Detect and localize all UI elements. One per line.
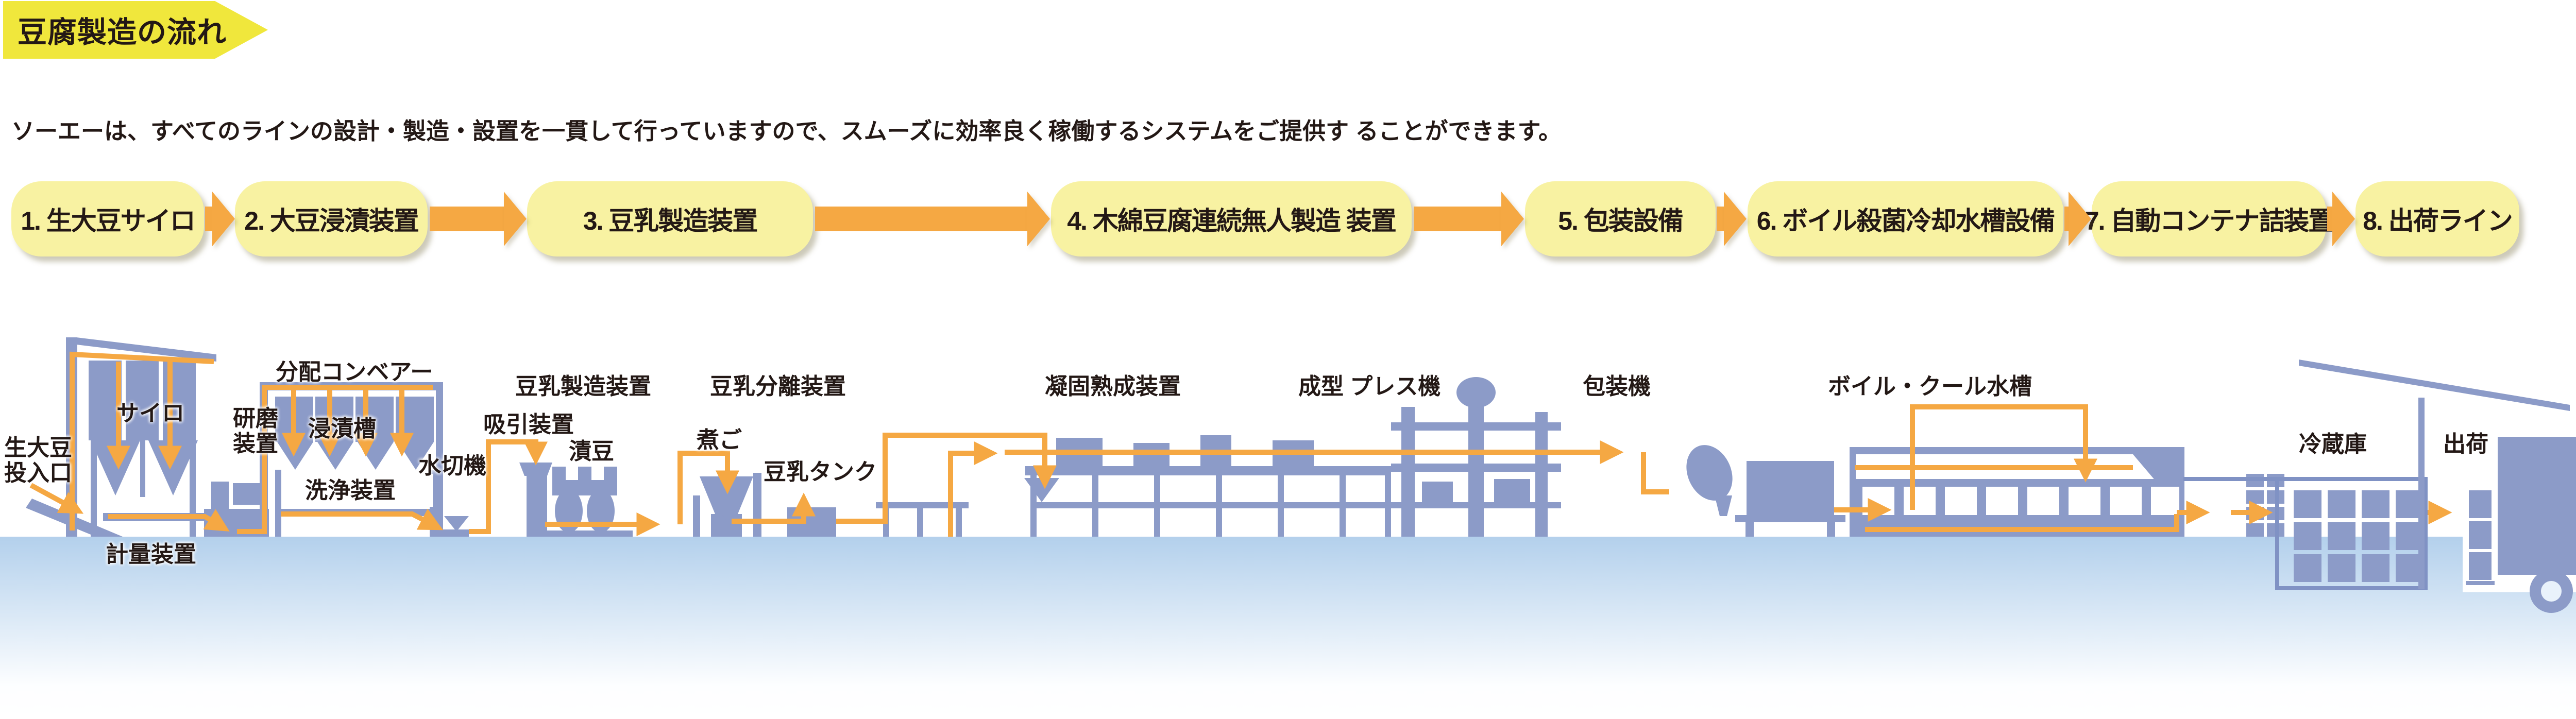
- label-soymilk-making-unit: 豆乳製造装置: [515, 374, 651, 399]
- flow-step-6: 6. ボイル殺菌冷却水槽設備: [1748, 181, 2063, 256]
- process-flow-line: [29, 351, 2452, 537]
- label-silo: サイロ: [116, 401, 184, 426]
- polishing-machine: [204, 482, 269, 537]
- molding-press-machine: [1391, 377, 1561, 537]
- arrow-icon: [815, 192, 1050, 246]
- flow-step-7: 7. 自動コンテナ詰装置: [2085, 181, 2334, 256]
- factory-floor: [0, 537, 2576, 719]
- arrow-icon: [2327, 192, 2355, 246]
- flow-step-label: 5. 包装設備: [1558, 207, 1684, 235]
- label-soaked-beans: 漬豆: [569, 439, 614, 464]
- label-molding-press: 成型 プレス機: [1298, 374, 1441, 399]
- label-coagulation-unit: 凝固熟成装置: [1045, 374, 1181, 399]
- water-drainer-machine: [442, 516, 469, 537]
- label-polishing-unit: 研磨 装置: [233, 406, 278, 457]
- flow-step-label: 1. 生大豆サイロ: [21, 207, 196, 235]
- flow-step-label: 3. 豆乳製造装置: [583, 207, 758, 235]
- label-packaging-machine: 包装機: [1583, 374, 1651, 399]
- flow-step-1: 1. 生大豆サイロ: [11, 181, 204, 256]
- label-water-drainer: 水切機: [418, 453, 486, 478]
- arrow-icon: [1717, 192, 1747, 246]
- label-boil-cool-tank: ボイル・クール水槽: [1828, 374, 2032, 399]
- label-raw-soybean-inlet: 生大豆 投入口: [4, 435, 72, 486]
- label-weighing-unit: 計量装置: [106, 542, 196, 567]
- packaging-machine-shape: [1686, 445, 1912, 537]
- flow-step-5: 5. 包装設備: [1525, 181, 1716, 256]
- arrow-icon: [2064, 192, 2091, 246]
- label-washing-unit: 洗浄装置: [305, 478, 396, 503]
- truck: [2498, 437, 2576, 613]
- flow-step-label: 7. 自動コンテナ詰装置: [2084, 207, 2334, 235]
- refrigerator-room: [2183, 360, 2570, 590]
- label-distribution-conveyor: 分配コンベアー: [276, 360, 433, 385]
- soymilk-separator-machine: [693, 473, 836, 537]
- description-text: ソーエーは、すべてのラインの設計・製造・設置を一貫して行っていますので、スムーズ…: [11, 118, 1562, 144]
- flow-step-4: 4. 木綿豆腐連続無人製造 装置: [1051, 181, 1412, 256]
- label-shipping: 出荷: [2443, 432, 2488, 457]
- arrow-icon: [205, 192, 235, 246]
- label-soymilk-tank: 豆乳タンク: [764, 459, 877, 485]
- flow-step-label: 2. 大豆浸漬装置: [244, 207, 419, 235]
- flow-step-label: 8. 出荷ライン: [2363, 207, 2513, 235]
- flow-step-label: 4. 木綿豆腐連続無人製造 装置: [1067, 207, 1396, 235]
- label-soymilk-separator: 豆乳分離装置: [710, 374, 846, 399]
- label-suction-unit: 吸引装置: [483, 412, 574, 437]
- label-okara-boiler: 煮ご: [697, 427, 742, 453]
- arrow-icon: [1414, 192, 1524, 246]
- label-refrigerator: 冷蔵庫: [2299, 432, 2367, 457]
- arrow-icon: [430, 192, 527, 246]
- title-badge: 豆腐製造の流れ: [3, 1, 268, 59]
- flow-step-3: 3. 豆乳製造装置: [527, 181, 813, 256]
- shipping-stack: [2466, 490, 2495, 585]
- page-title: 豆腐製造の流れ: [18, 16, 227, 49]
- flow-step-label: 6. ボイル殺菌冷却水槽設備: [1756, 207, 2056, 235]
- flow-step-2: 2. 大豆浸漬装置: [235, 181, 428, 256]
- label-soaking-tank: 浸漬槽: [308, 416, 376, 441]
- flow-step-8: 8. 出荷ライン: [2355, 181, 2519, 256]
- washing-area: [283, 474, 433, 507]
